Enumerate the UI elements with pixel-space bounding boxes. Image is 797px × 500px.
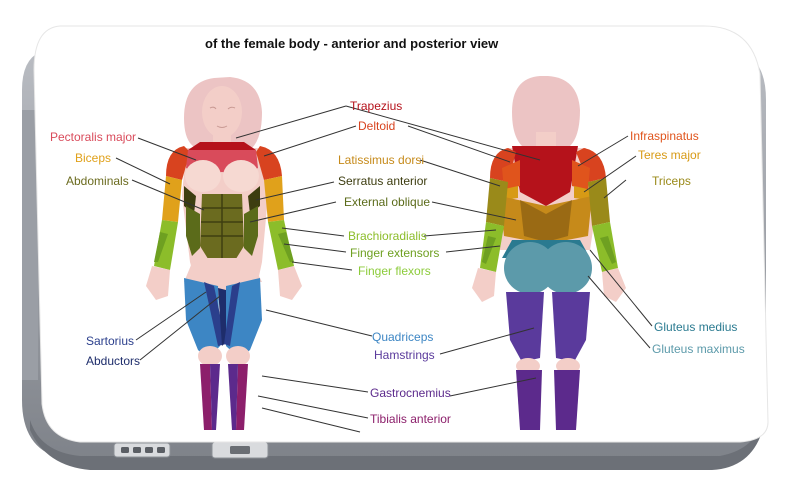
label-infraspinatus: Infraspinatus [630, 129, 699, 143]
back-triceps-left [486, 178, 508, 226]
back-gastrocnemius-left [516, 370, 542, 430]
front-abductors [218, 288, 226, 346]
front-tibialis-right [236, 364, 248, 430]
label-external-oblique: External oblique [344, 195, 431, 209]
back-triceps-right [588, 178, 610, 226]
back-figure [472, 76, 626, 430]
label-hamstrings: Hamstrings [374, 348, 435, 362]
label-latissimus-dorsi: Latissimus dorsi [338, 153, 425, 167]
label-abdominals: Abdominals [66, 174, 129, 188]
label-sartorius: Sartorius [86, 334, 135, 348]
label-trapezius: Trapezius [350, 99, 403, 113]
label-abductors: Abductors [86, 354, 141, 368]
front-oblique-right [244, 206, 258, 256]
diagram-title: of the female body - anterior and poster… [205, 36, 499, 51]
back-gluteus-maximus-left [504, 242, 556, 294]
front-forearm-right [268, 220, 294, 270]
label-quadriceps: Quadriceps [372, 330, 434, 344]
back-infraspinatus [572, 160, 590, 190]
front-sartorius [204, 282, 226, 346]
front-biceps-right [264, 176, 284, 222]
label-gastrocnemius: Gastrocnemius [370, 386, 451, 400]
front-deltoid-left [166, 146, 190, 180]
label-finger-extensors: Finger extensors [350, 246, 440, 260]
label-deltoid: Deltoid [358, 119, 396, 133]
label-pectoralis-major: Pectoralis major [50, 130, 137, 144]
back-hair [512, 76, 580, 146]
label-triceps: Triceps [652, 174, 691, 188]
front-biceps-left [162, 176, 182, 222]
back-gastrocnemius-right [554, 370, 580, 430]
back-hamstrings-right [552, 292, 590, 362]
label-brachioradialis: Brachioradialis [348, 229, 427, 243]
label-finger-flexors: Finger flexors [358, 264, 431, 278]
front-head [202, 86, 242, 138]
back-gluteus-maximus-right [540, 242, 592, 294]
label-serratus-anterior: Serratus anterior [338, 174, 428, 188]
label-gluteus-medius: Gluteus medius [654, 320, 738, 334]
back-trapezius [512, 146, 578, 206]
front-oblique-left [186, 206, 200, 256]
leader-lines [115, 105, 653, 433]
back-hamstrings-left [506, 292, 544, 362]
label-gluteus-maximus: Gluteus maximus [652, 342, 745, 356]
label-tibialis-anterior: Tibialis anterior [370, 412, 451, 426]
front-deltoid-right [256, 146, 282, 180]
label-biceps: Biceps [75, 151, 112, 165]
front-figure [146, 77, 302, 430]
front-trapezius [188, 142, 256, 150]
label-teres-major: Teres major [638, 148, 701, 162]
back-deltoid-right [576, 148, 606, 182]
front-tibialis-left [200, 364, 212, 430]
charge-indicator-leds [113, 442, 171, 458]
